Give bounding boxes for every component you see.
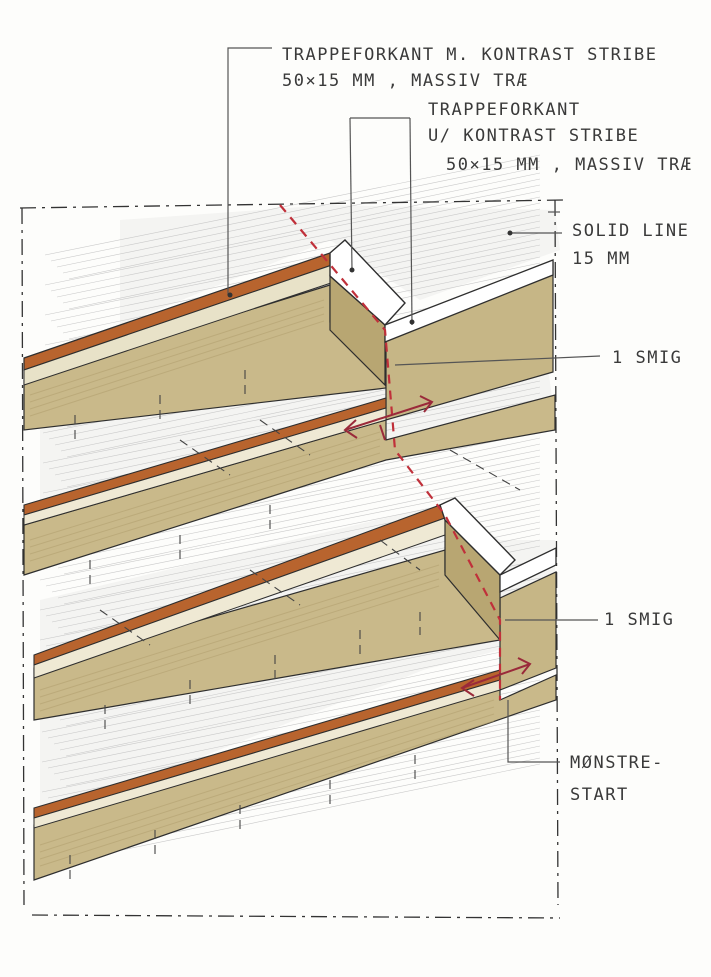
hatch-line	[68, 178, 541, 280]
grain-line	[39, 706, 495, 853]
grain-line	[39, 713, 495, 860]
label-nosing-with-stripe-2: 50×15 MM , MASSIV TRÆ	[282, 71, 528, 91]
wood-grain	[29, 299, 495, 867]
pattern-start-arrows	[343, 395, 532, 697]
label-nosing-with-stripe-1: TRAPPEFORKANT M. KONTRAST STRIBE	[282, 45, 658, 65]
label-nosing-without-stripe-1: TRAPPEFORKANT	[428, 100, 581, 120]
grain-line	[29, 313, 325, 410]
grain-line	[29, 445, 381, 555]
grain-line	[39, 585, 440, 712]
hatch-line	[41, 631, 541, 733]
leader-lines	[227, 47, 601, 763]
grain-line	[39, 578, 440, 705]
hatch-line	[65, 655, 541, 757]
grain-line	[39, 571, 440, 698]
hatch-line	[50, 160, 541, 262]
label-nosing-without-stripe-2: U/ KONTRAST STRIBE	[428, 126, 639, 146]
hatch-line	[62, 172, 541, 274]
grain-line	[29, 320, 325, 417]
hatch-line	[44, 214, 541, 316]
label-miter-upper: 1 SMIG	[612, 348, 682, 368]
label-nosing-without-stripe-3: 50×15 MM , MASSIV TRÆ	[446, 155, 692, 175]
hatch-line	[59, 649, 541, 751]
grain-line	[39, 699, 495, 846]
label-solid-line-1: SOLID LINE	[572, 221, 689, 241]
annotations: TRAPPEFORKANT M. KONTRAST STRIBE 50×15 M…	[282, 45, 692, 805]
label-pattern-start-2: START	[570, 785, 629, 805]
hatch-line	[51, 461, 541, 563]
label-pattern-start-1: MØNSTRE-	[570, 753, 664, 773]
label-solid-line-2: 15 MM	[572, 249, 631, 269]
riser-2	[23, 394, 556, 576]
hatch-line	[56, 166, 541, 268]
hatch-line	[63, 473, 541, 575]
hatch-line	[47, 637, 541, 739]
grain-line	[39, 720, 495, 867]
tile-joints	[69, 370, 521, 880]
label-miter-lower: 1 SMIG	[604, 610, 674, 630]
grain-line	[39, 564, 440, 691]
nosings	[23, 239, 557, 829]
grain-line	[29, 306, 325, 403]
hatch-line	[56, 196, 541, 298]
grain-line	[29, 299, 325, 396]
hatch-line	[44, 154, 541, 256]
hatch-line	[41, 661, 541, 763]
pattern-cut-line	[279, 204, 502, 700]
hatch-line	[53, 763, 541, 865]
grain-line	[29, 438, 381, 548]
hatch-line	[50, 190, 541, 292]
hatch-line	[68, 208, 541, 310]
hatch-line	[57, 467, 541, 569]
grain-line	[29, 431, 381, 541]
hatch-line	[53, 643, 541, 745]
grain-line	[29, 452, 381, 562]
hatch-line	[39, 479, 541, 581]
hatch-line	[62, 202, 541, 304]
